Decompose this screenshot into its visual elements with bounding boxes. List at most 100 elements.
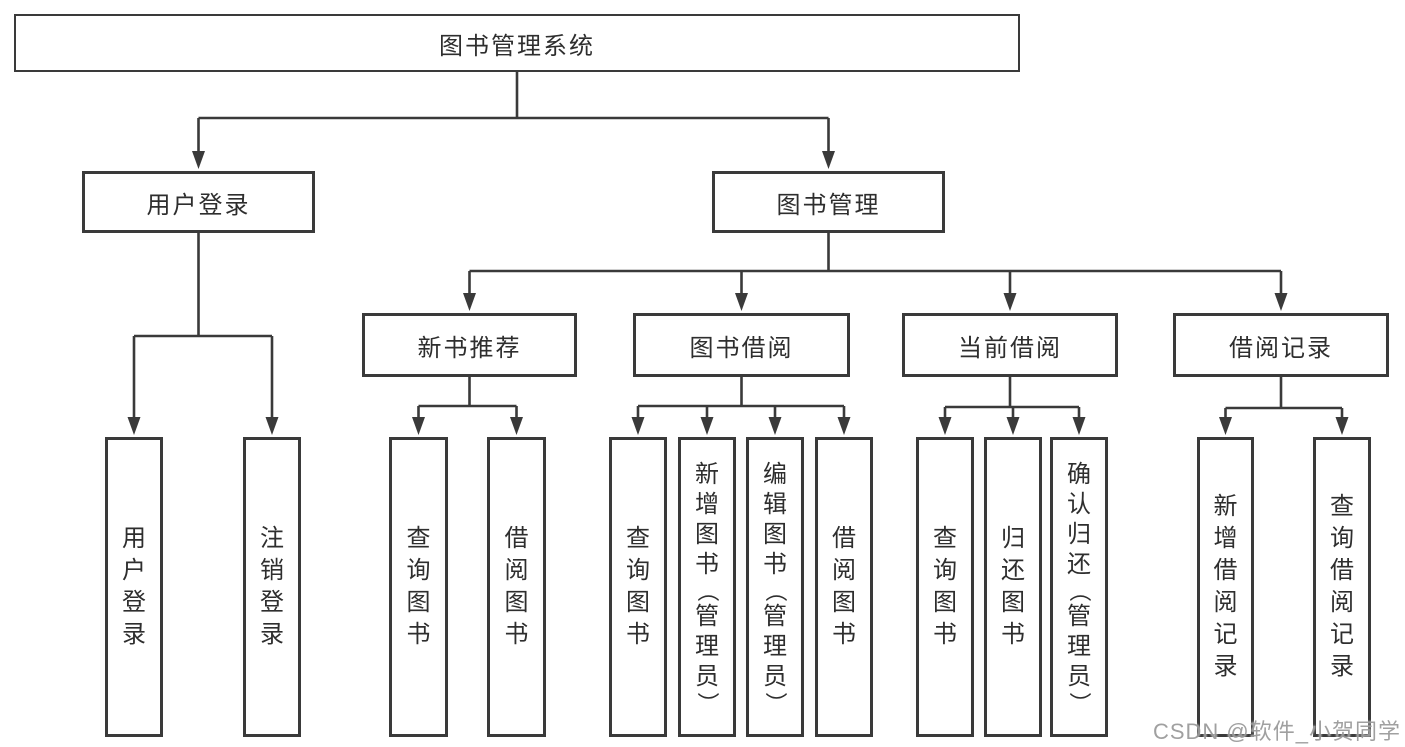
label-char: （ <box>694 579 720 603</box>
label-char: ） <box>1066 691 1092 715</box>
label-char: 管 <box>695 603 719 630</box>
node-book-mgmt-branch: 图书管理 <box>712 171 945 233</box>
label-char: 书 <box>626 621 650 648</box>
node-label-vertical: 编辑图书（管理员） <box>749 440 801 734</box>
label-char: 理 <box>695 633 719 660</box>
label-char: 阅 <box>1330 589 1354 616</box>
node-label-vertical: 借阅图书 <box>490 440 543 734</box>
arrowhead-down-icon <box>1003 293 1017 311</box>
node-label: 图书借阅 <box>689 334 794 362</box>
node-leaf-add-book: 新增图书（管理员） <box>678 437 736 737</box>
label-char: 查 <box>626 525 650 552</box>
node-label: 图书管理系统 <box>439 32 595 60</box>
arrowhead-down-icon <box>735 293 748 311</box>
label-char: 还 <box>1001 557 1025 584</box>
label-char: 确 <box>1067 461 1091 488</box>
label-char: 归 <box>1067 521 1091 548</box>
node-book-borrow: 图书借阅 <box>633 313 850 377</box>
label-char: 借 <box>1213 557 1238 584</box>
label-char: 登 <box>122 589 146 616</box>
label-char: 辑 <box>763 491 787 518</box>
arrowhead-down-icon <box>192 151 205 169</box>
label-char: 新 <box>1213 493 1238 520</box>
node-label: 当前借阅 <box>958 334 1062 362</box>
node-leaf-user-login: 用户登录 <box>105 437 163 737</box>
label-char: 员 <box>1067 663 1091 690</box>
node-label-vertical: 归还图书 <box>987 440 1039 734</box>
node-label-vertical: 新增借阅记录 <box>1200 440 1251 734</box>
label-char: 录 <box>1330 653 1354 680</box>
node-label-vertical: 查询图书 <box>919 440 971 734</box>
node-leaf-query-book-1: 查询图书 <box>389 437 448 737</box>
label-char: 书 <box>695 551 719 578</box>
label-char: 认 <box>1067 491 1091 518</box>
node-label-vertical: 借阅图书 <box>818 440 870 734</box>
label-char: 图 <box>832 589 856 616</box>
label-char: 书 <box>406 621 431 648</box>
node-new-book-recommend: 新书推荐 <box>362 313 577 377</box>
node-label-vertical: 确认归还（管理员） <box>1053 440 1105 734</box>
label-char: 管 <box>763 603 787 630</box>
label-char: （ <box>762 579 788 603</box>
arrowhead-down-icon <box>768 417 782 435</box>
node-leaf-borrow-book-2: 借阅图书 <box>815 437 873 737</box>
node-label-vertical: 新增图书（管理员） <box>681 440 733 734</box>
label-char: 归 <box>1001 525 1025 552</box>
arrowhead-down-icon <box>1219 417 1232 435</box>
arrowhead-down-icon <box>412 417 425 435</box>
label-char: 图 <box>1001 589 1025 616</box>
node-leaf-edit-book: 编辑图书（管理员） <box>746 437 804 737</box>
label-char: 还 <box>1067 551 1091 578</box>
label-char: 户 <box>122 557 146 584</box>
node-leaf-query-borrow-record: 查询借阅记录 <box>1313 437 1371 737</box>
label-char: 录 <box>1213 653 1238 680</box>
label-char: 记 <box>1330 621 1354 648</box>
node-label: 图书管理 <box>776 191 881 219</box>
label-char: ） <box>694 691 720 715</box>
label-char: 阅 <box>504 557 529 584</box>
label-char: 查 <box>406 525 431 552</box>
node-label-vertical: 查询借阅记录 <box>1316 440 1368 734</box>
label-char: 管 <box>1067 603 1091 630</box>
arrowhead-down-icon <box>1274 293 1288 311</box>
label-char: 借 <box>1330 557 1354 584</box>
arrowhead-down-icon <box>631 417 645 435</box>
node-current-borrow: 当前借阅 <box>902 313 1118 377</box>
label-char: 书 <box>933 621 957 648</box>
arrowhead-down-icon <box>127 417 141 435</box>
label-char: 书 <box>504 621 529 648</box>
label-char: 图 <box>406 589 431 616</box>
label-char: 阅 <box>1213 589 1238 616</box>
node-label: 用户登录 <box>146 191 251 219</box>
node-leaf-return-book: 归还图书 <box>984 437 1042 737</box>
node-leaf-confirm-return: 确认归还（管理员） <box>1050 437 1108 737</box>
node-leaf-add-borrow-record: 新增借阅记录 <box>1197 437 1254 737</box>
label-char: 增 <box>695 491 719 518</box>
label-char: 用 <box>122 525 146 552</box>
label-char: 借 <box>832 525 856 552</box>
label-char: 书 <box>832 621 856 648</box>
label-char: 图 <box>626 589 650 616</box>
label-char: 图 <box>763 521 787 548</box>
arrowhead-down-icon <box>1006 417 1020 435</box>
label-char: 增 <box>1213 525 1238 552</box>
label-char: 员 <box>763 663 787 690</box>
arrowhead-down-icon <box>510 417 523 435</box>
node-label: 借阅记录 <box>1229 334 1333 362</box>
label-char: 新 <box>695 461 719 488</box>
label-char: 理 <box>1067 633 1091 660</box>
tree-connector-path <box>132 72 1344 422</box>
node-label-vertical: 用户登录 <box>108 440 160 734</box>
label-char: 询 <box>406 557 431 584</box>
node-label-vertical: 注销登录 <box>246 440 298 734</box>
arrowhead-down-icon <box>265 417 279 435</box>
label-char: 查 <box>933 525 957 552</box>
label-char: 录 <box>122 621 146 648</box>
watermark: CSDN @软件_小贺同学 <box>1152 719 1401 744</box>
label-char: 图 <box>695 521 719 548</box>
arrowhead-down-icon <box>700 417 714 435</box>
label-char: ） <box>762 691 788 715</box>
label-char: （ <box>1066 579 1092 603</box>
node-leaf-borrow-book-1: 借阅图书 <box>487 437 546 737</box>
